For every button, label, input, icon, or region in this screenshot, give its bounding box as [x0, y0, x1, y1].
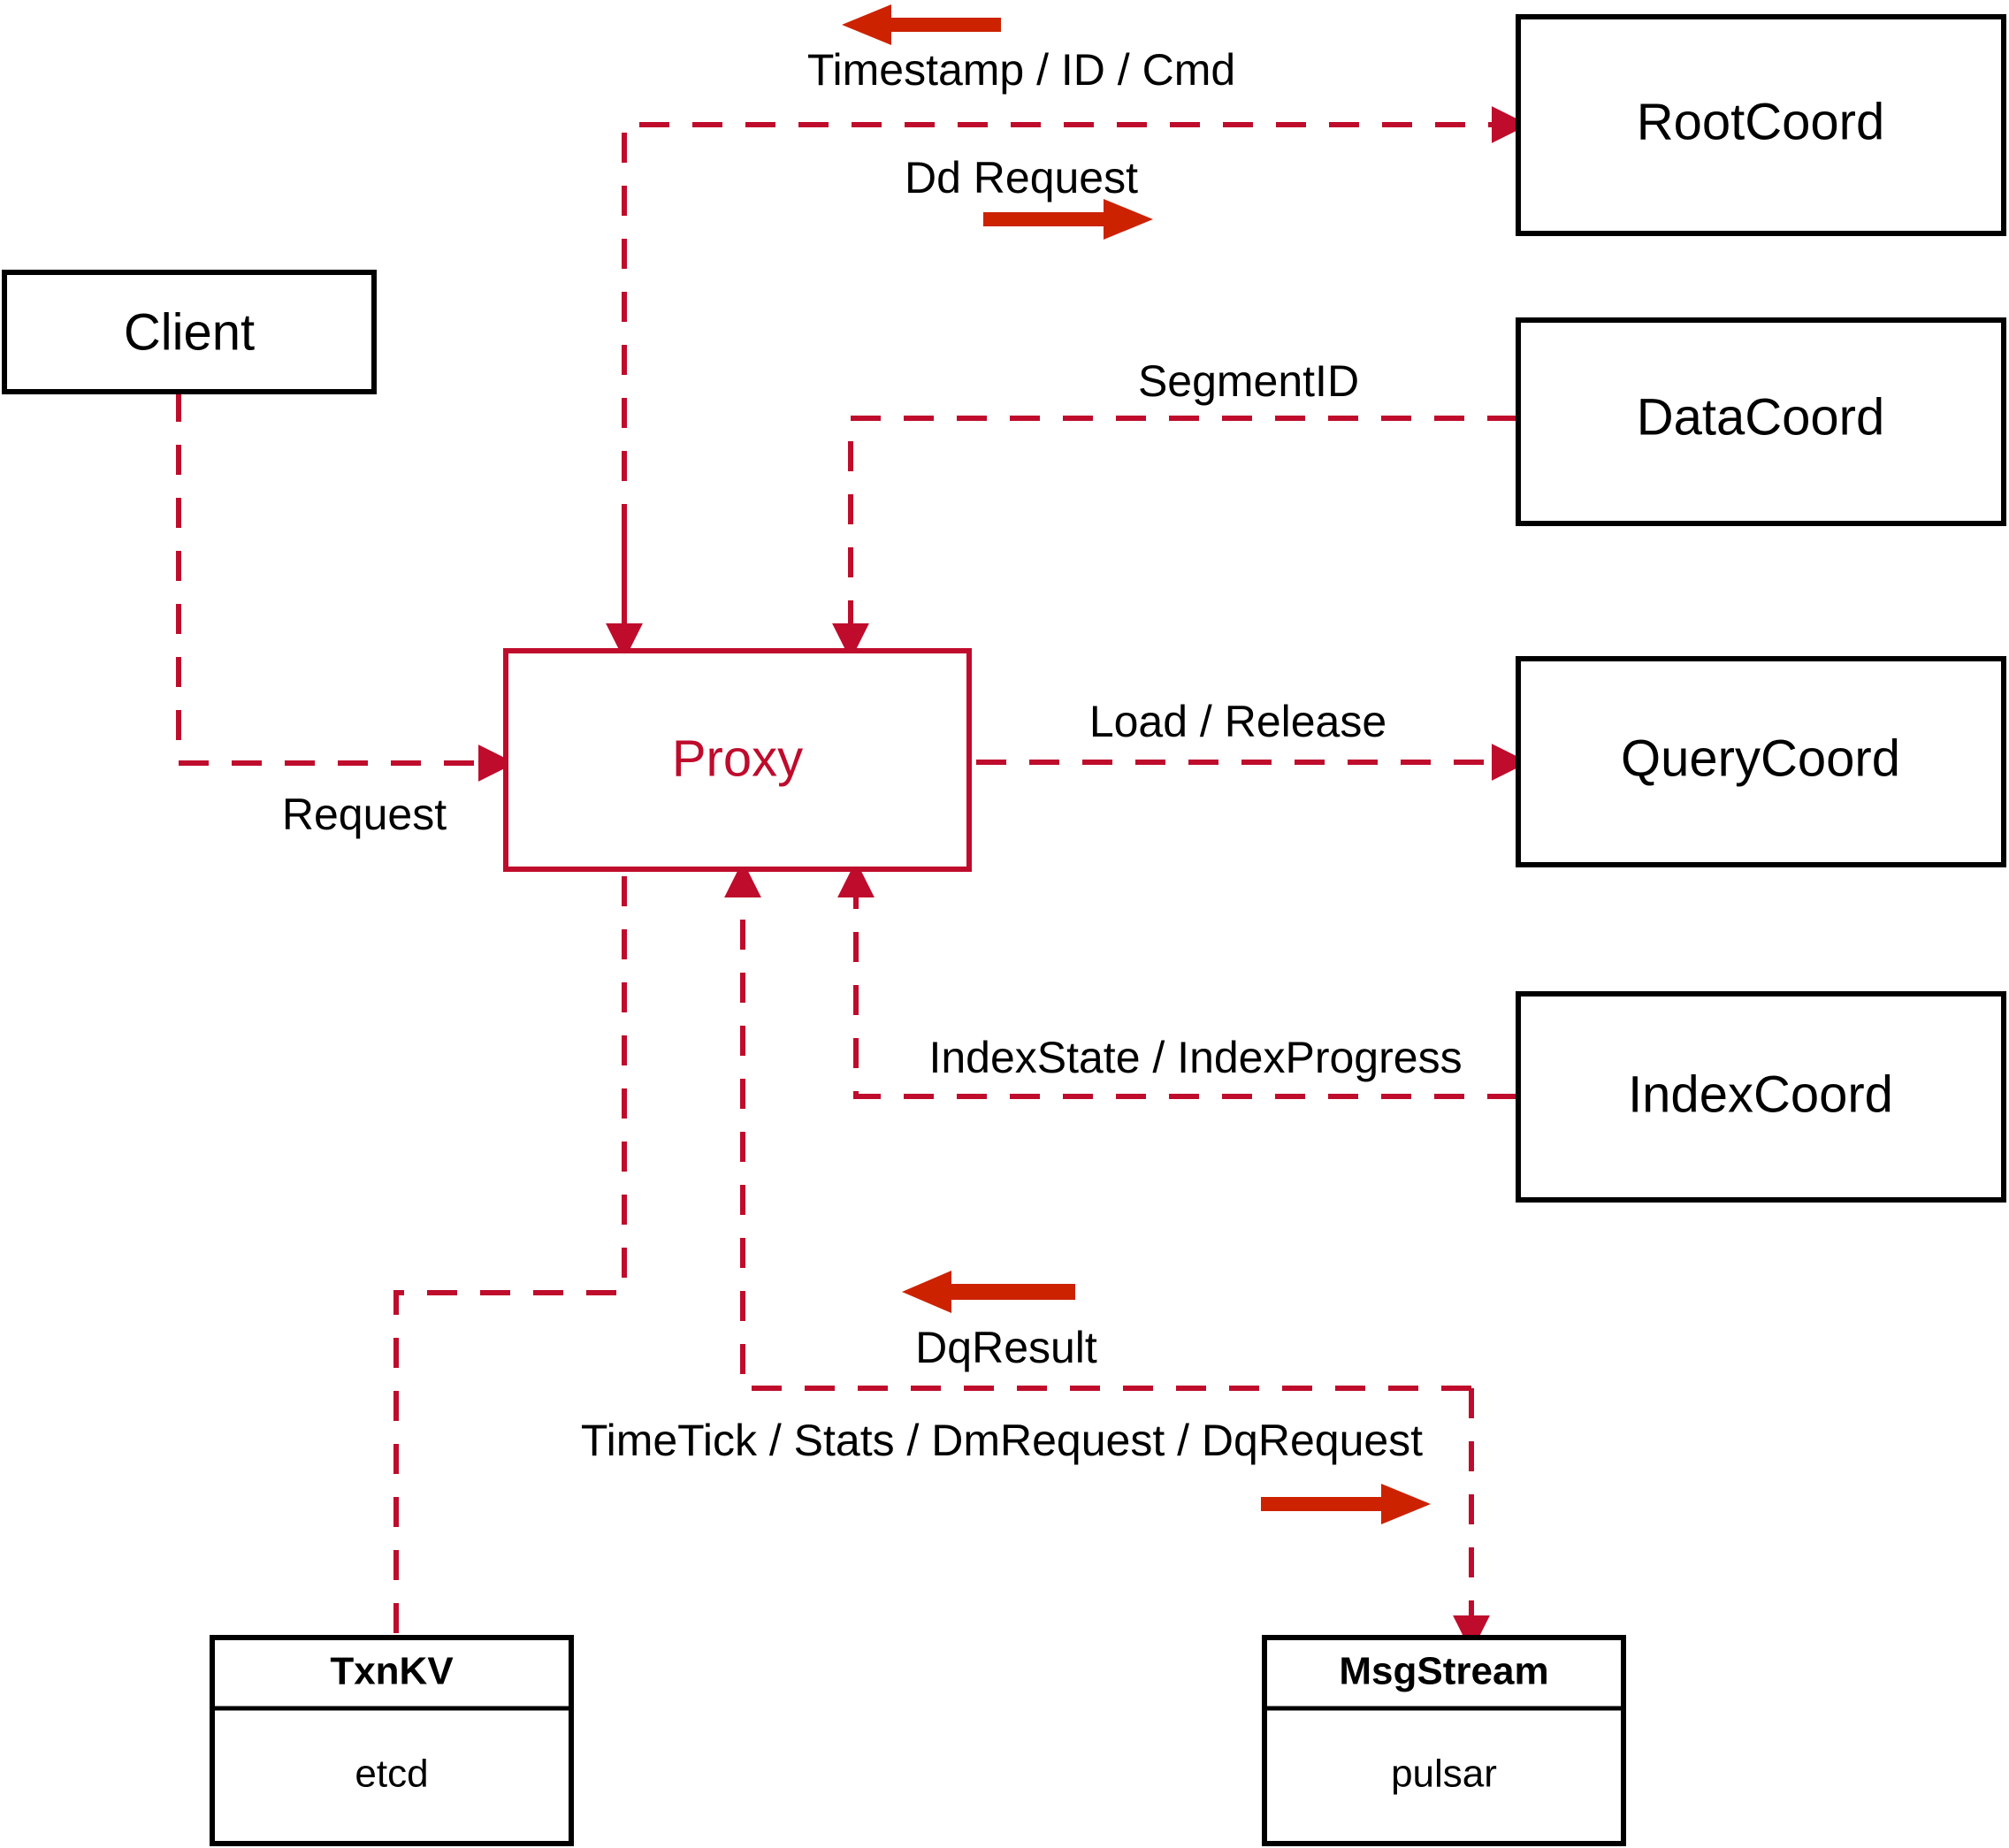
edge-proxy-to-rootcoord — [622, 106, 1529, 640]
edge-label-timetick-stats: TimeTick / Stats / DmRequest / DqRequest — [581, 1416, 1423, 1465]
node-indexcoord-label: IndexCoord — [1628, 1065, 1893, 1123]
direction-arrow-left-timestamp — [842, 4, 1001, 45]
node-txnkv-label: TxnKV — [330, 1650, 454, 1693]
edge-label-timestamp-id-cmd: Timestamp / ID / Cmd — [807, 45, 1235, 95]
edge-label-request: Request — [282, 790, 447, 839]
node-msgstream[interactable]: MsgStream pulsar — [1262, 1635, 1626, 1846]
edge-indexcoord-to-proxy — [837, 860, 1517, 1099]
node-indexcoord[interactable]: IndexCoord — [1516, 991, 2006, 1203]
node-msgstream-sublabel: pulsar — [1391, 1753, 1497, 1796]
node-querycoord-label: QueryCoord — [1621, 729, 1900, 787]
node-client-label: Client — [124, 303, 255, 361]
node-msgstream-label: MsgStream — [1339, 1650, 1548, 1693]
node-datacoord-label: DataCoord — [1637, 388, 1884, 446]
node-querycoord[interactable]: QueryCoord — [1516, 656, 2006, 867]
node-rootcoord-label: RootCoord — [1637, 93, 1884, 150]
node-txnkv-sublabel: etcd — [355, 1753, 428, 1796]
edge-label-dd-request: Dd Request — [905, 153, 1138, 202]
edge-msgstream-to-proxy — [724, 860, 1471, 1391]
direction-arrow-left-dqresult — [902, 1271, 1075, 1313]
edge-label-segment-id: SegmentID — [1138, 356, 1359, 406]
edge-proxy-to-txnkv — [393, 876, 627, 1638]
edge-label-index-state: IndexState / IndexProgress — [928, 1033, 1462, 1082]
direction-arrow-right-timetick — [1261, 1484, 1431, 1524]
edge-datacoord-to-proxy — [832, 416, 1517, 661]
node-proxy[interactable]: Proxy — [503, 648, 972, 872]
node-datacoord[interactable]: DataCoord — [1516, 317, 2006, 526]
edge-client-to-proxy — [176, 392, 516, 782]
node-client[interactable]: Client — [2, 270, 377, 394]
edge-label-dq-result: DqResult — [915, 1323, 1097, 1372]
node-rootcoord[interactable]: RootCoord — [1516, 14, 2006, 236]
node-proxy-label: Proxy — [672, 729, 803, 787]
direction-arrow-right-ddrequest — [983, 199, 1153, 240]
edge-label-load-release: Load / Release — [1089, 697, 1386, 746]
node-txnkv[interactable]: TxnKV etcd — [210, 1635, 574, 1846]
